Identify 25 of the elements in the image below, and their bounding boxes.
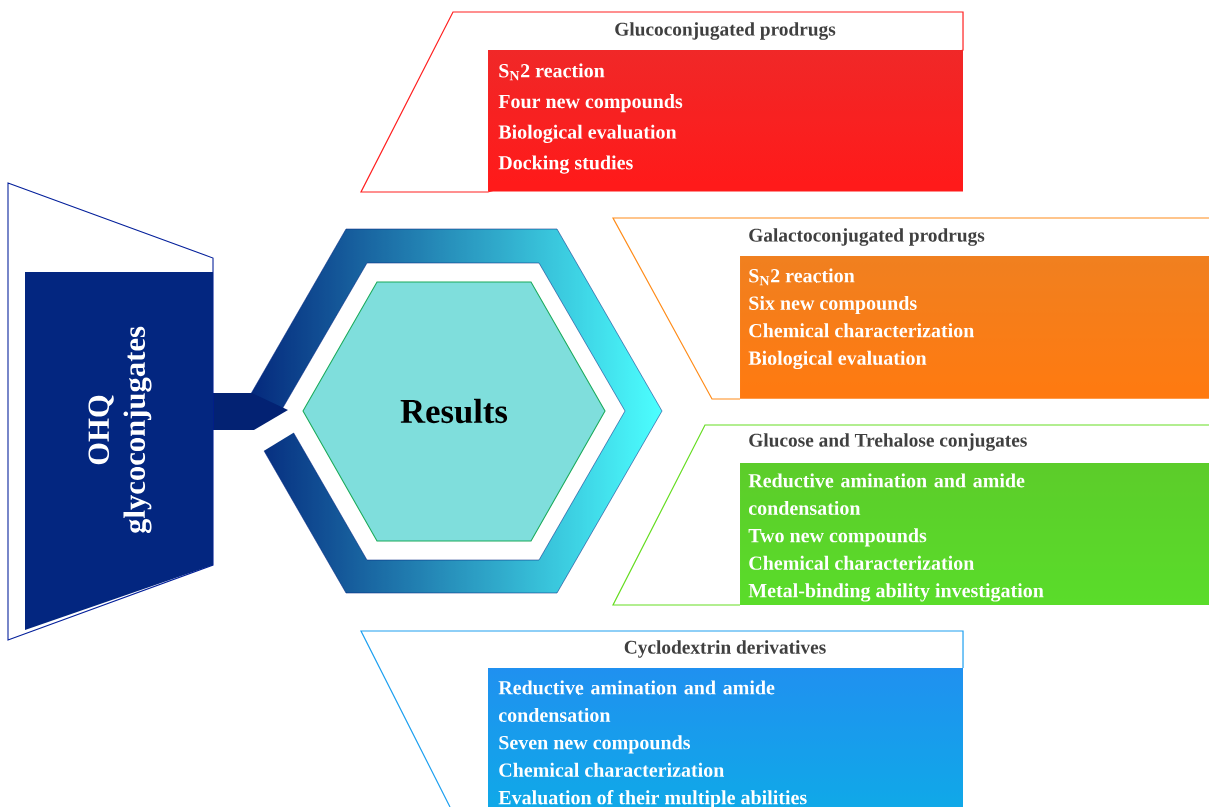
card-heading: Glucose and Trehalose conjugates: [749, 433, 1027, 451]
list-item: Chemical characterization: [499, 762, 725, 777]
list-item: Chemical characterization: [749, 555, 975, 570]
card-heading: Cyclodextrin derivatives: [624, 640, 826, 658]
card-heading: Glucoconjugated prodrugs: [615, 22, 836, 40]
list-item: Seven new compounds: [499, 735, 691, 754]
list-item: Docking studies: [498, 155, 633, 174]
hexagon: Results: [302, 281, 606, 542]
card-heading: Galactoconjugated prodrugs: [749, 228, 985, 246]
list-item: S$_{N}$2 reaction: [749, 268, 855, 286]
list-item: S$_{N}$2 reaction: [499, 63, 605, 81]
list-item: Chemical characterization: [749, 323, 975, 338]
label-box: OHQ glycoconjugates: [7, 182, 214, 641]
list-item: Reductive amination and amide condensation: [498, 680, 775, 722]
list-item: Metal-binding ability investigation: [748, 583, 1044, 602]
card: [360, 11, 964, 193]
card: [612, 424, 1209, 606]
list-item: Two new compounds: [748, 528, 927, 547]
list-item: Biological evaluation: [498, 124, 677, 143]
list-item: Biological evaluation: [748, 350, 927, 370]
list-item: Six new compounds: [749, 295, 917, 315]
list-item: Four new compounds: [498, 94, 683, 113]
list-item: Reductive amination and amide condensation: [748, 473, 1025, 515]
card: [612, 217, 1209, 400]
card: [360, 630, 964, 807]
